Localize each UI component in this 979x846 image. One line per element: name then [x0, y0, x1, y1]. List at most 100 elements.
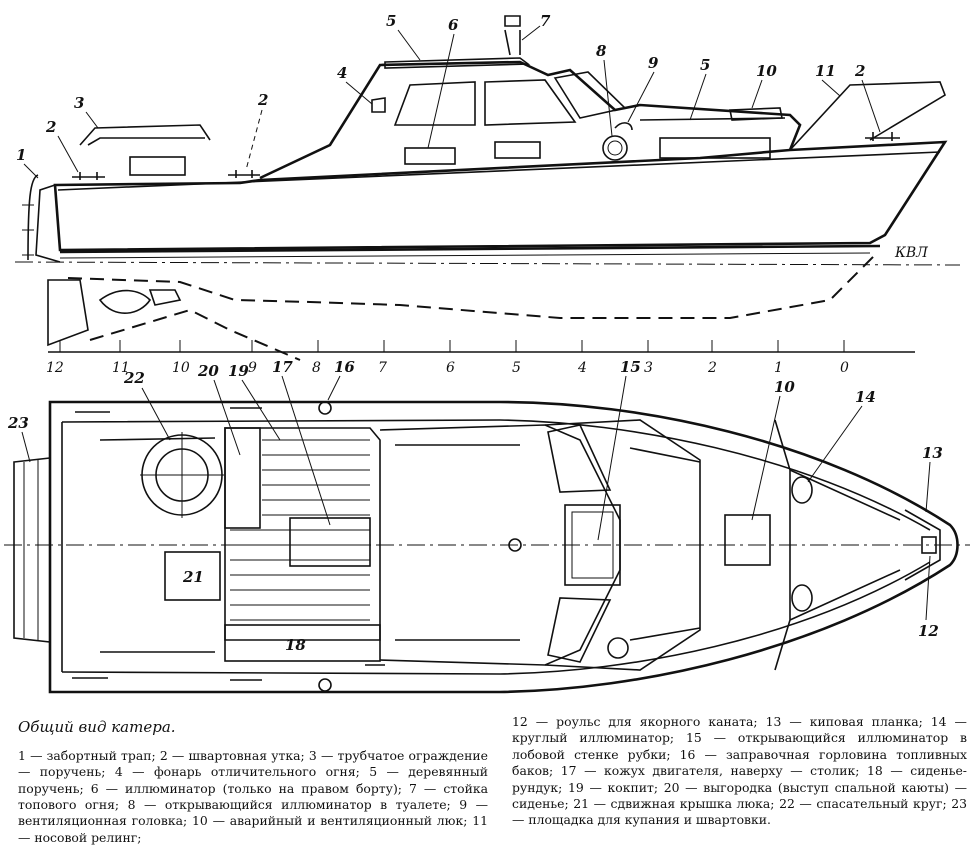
cabin-roof-rail	[384, 57, 531, 69]
swim-platform-slats	[23, 460, 39, 640]
legend-item-15: 15 — открывающийся иллюминатор в лобовой…	[512, 730, 968, 762]
legend-right: 12 — роульс для якорного каната; 13 — ки…	[512, 714, 967, 829]
toilet-porthole	[602, 135, 628, 161]
legend-item-20: 20 — выгородка (выступ спальной каюты) —…	[512, 779, 967, 811]
windshield	[553, 71, 627, 119]
station-0: 0	[840, 360, 849, 376]
propeller-shaft-bracket	[148, 289, 182, 306]
windshield-panel-stbd	[547, 597, 612, 663]
station-scale: 12 11 10 9 8 7 6 5 4 3 2 1 0	[46, 340, 915, 376]
station-4: 4	[577, 360, 587, 376]
station-8: 8	[312, 360, 321, 376]
aft-deck-rails	[99, 437, 216, 653]
deck-inner-rail	[61, 419, 931, 675]
foredeck-chines	[789, 469, 901, 621]
station-11: 11	[112, 360, 130, 376]
waterline-label: КВЛ	[894, 245, 928, 261]
station-6: 6	[446, 360, 455, 376]
leader-8	[603, 59, 613, 137]
station-10: 10	[172, 360, 190, 376]
legend-item-9: 9 — вентиляционная головка;	[18, 796, 488, 829]
callout-15: 15	[620, 358, 641, 376]
keel-profile-dashed	[67, 254, 876, 319]
front-opening-port-inner	[571, 511, 614, 579]
life-ring-ropes	[140, 432, 224, 518]
bow-anchor-roller	[921, 536, 937, 554]
callout-7: 7	[540, 12, 551, 30]
legend-item-17: 17 — кожух двигателя, наверху — столик;	[560, 763, 860, 779]
leader-14	[807, 405, 863, 483]
hull-porthole-aft	[404, 147, 456, 165]
fuel-filler-stbd	[318, 678, 332, 692]
mid-cleat	[228, 170, 260, 178]
leader-6	[427, 33, 455, 149]
forward-cabin-window	[659, 137, 771, 159]
callout-23: 23	[7, 414, 29, 432]
cabin-profile	[259, 60, 802, 180]
legend-item-8: 8 — открывающийся иллюминатор в туалете;	[127, 796, 451, 812]
design-waterline	[14, 261, 961, 266]
caption-left: Общий вид катера. 1 — забортный трап; 2 …	[18, 718, 488, 846]
legend-item-16: 16 — заправочная горловина топливных бак…	[512, 746, 967, 779]
leader-2-bow	[861, 79, 881, 133]
legend-left: 1 — забортный трап; 2 — швартовная утка;…	[18, 748, 488, 846]
aft-side-window	[129, 156, 186, 176]
leader-7	[521, 25, 541, 41]
callout-6: 6	[448, 16, 459, 34]
legend-item-10: 10 — аварийный и вентиляционный люк;	[192, 813, 468, 829]
legend-item-1: 1 — забортный трап;	[18, 747, 156, 763]
legend-item-18: 18 — сиденье-рундук;	[512, 763, 967, 795]
windshield-panel-port	[547, 424, 612, 493]
navigation-light	[371, 97, 386, 113]
caption-right: 12 — роульс для якорного каната; 13 — ки…	[512, 714, 967, 829]
leader-9	[627, 71, 655, 123]
leader-2-aft	[57, 135, 79, 173]
legend-item-2: 2 — швартовная утка;	[159, 747, 305, 763]
legend-item-12: 12 — роульс для якорного каната;	[512, 714, 758, 729]
callout-10: 10	[756, 62, 777, 80]
plan-callouts: 22 20 19 17 16 15 10 14 13 12 21 18 23	[7, 358, 943, 654]
aft-cleat	[72, 172, 105, 180]
station-12: 12	[46, 360, 64, 376]
ladder-steps	[22, 204, 34, 256]
callout-20: 20	[197, 362, 219, 380]
seat-locker	[224, 624, 381, 662]
deck-outline	[48, 400, 959, 694]
keel-skeg-dashed	[89, 308, 301, 361]
boot-top-line	[59, 244, 881, 254]
deck-winch	[607, 637, 629, 659]
callout-2-aft: 2	[45, 118, 56, 136]
callout-1: 1	[16, 146, 26, 164]
leader-10-plan	[751, 395, 781, 521]
callout-2-mid: 2	[257, 91, 268, 109]
legend-item-23: 23 — площадка для купания и швартовки.	[512, 795, 967, 828]
swim-platform	[13, 457, 51, 643]
callout-22: 22	[123, 369, 145, 387]
cabin-fitting-center	[508, 538, 522, 552]
legend-item-7: 7 — стойка топового огня;	[18, 780, 488, 812]
bow-cleat	[865, 132, 900, 141]
transom	[35, 184, 61, 263]
callout-10-plan: 10	[774, 378, 795, 396]
aft-tubular-rail	[79, 124, 211, 146]
cabin-window-aft	[393, 81, 476, 126]
hull-porthole-mid	[494, 141, 541, 159]
callout-18: 18	[285, 636, 306, 654]
cabin-enclosure-seat	[224, 427, 261, 529]
front-opening-port	[564, 504, 621, 586]
fuel-filler-port	[318, 401, 332, 415]
callout-4: 4	[337, 64, 347, 82]
leader-23	[21, 431, 31, 463]
callout-9: 9	[648, 54, 659, 72]
leader-13	[925, 461, 931, 513]
leader-15	[597, 375, 627, 541]
boarding-ladder	[27, 174, 39, 261]
leader-5-roof	[397, 29, 421, 61]
cockpit	[224, 427, 381, 641]
vent-head	[614, 122, 633, 131]
round-porthole-stbd	[791, 584, 813, 612]
station-2: 2	[707, 360, 717, 376]
legend-item-4: 4 — фонарь отличительного огня;	[114, 764, 360, 780]
callout-21: 21	[182, 568, 204, 586]
sheer-strake	[57, 151, 941, 191]
